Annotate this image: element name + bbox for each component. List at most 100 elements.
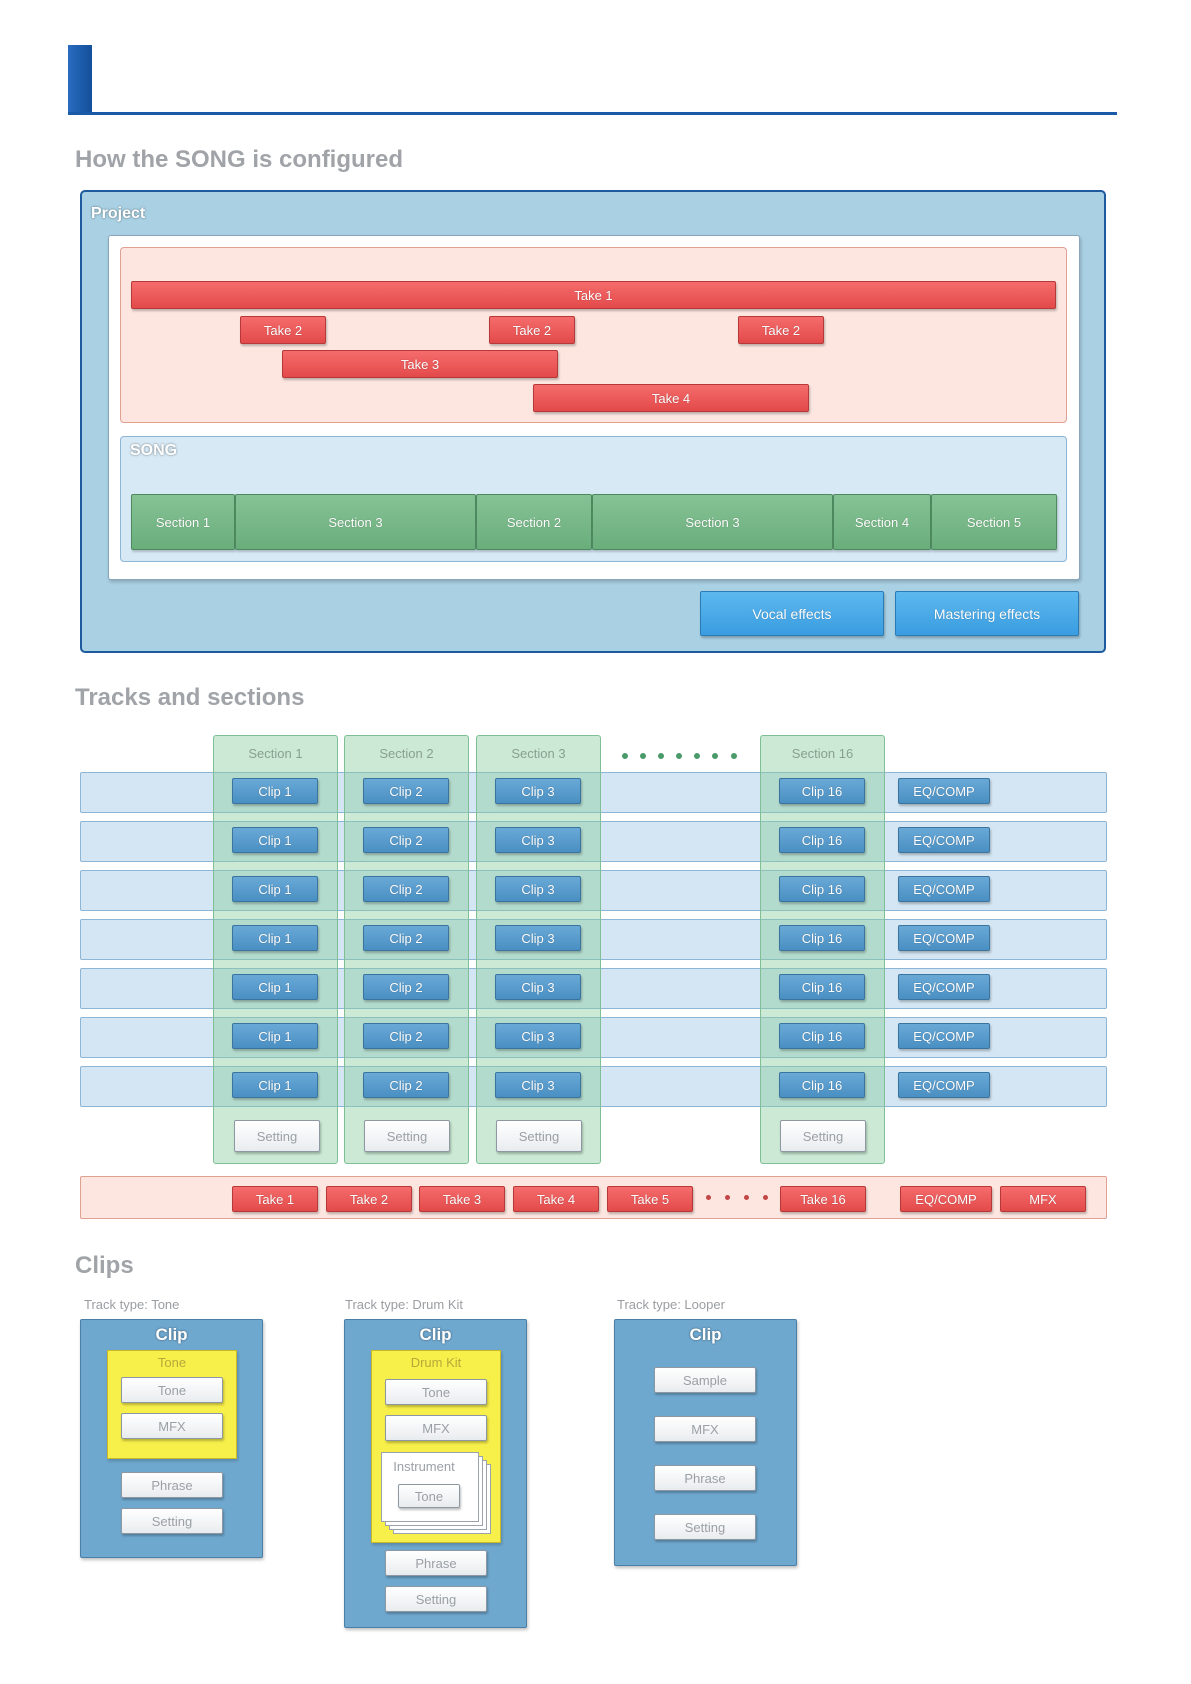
ellipsis-dot xyxy=(658,753,664,759)
clip-block: Clip 3 xyxy=(495,778,581,804)
clip-block: Clip 2 xyxy=(363,925,449,951)
vocal-effects-block: Vocal effects xyxy=(700,591,884,636)
drumkit-group-label: Drum Kit xyxy=(410,1354,462,1370)
clip-block: Clip 3 xyxy=(495,876,581,902)
instrument-card xyxy=(381,1452,479,1522)
take-chip: Take 5 xyxy=(607,1186,693,1212)
song-section: Section 4 xyxy=(833,494,931,550)
take-chip: Take 4 xyxy=(513,1186,599,1212)
song-section: Section 2 xyxy=(476,494,592,550)
setting-block: Setting xyxy=(654,1514,756,1540)
mfx-chip: MFX xyxy=(1000,1186,1086,1212)
eq-comp-block: EQ/COMP xyxy=(898,925,990,951)
take-3-bar: Take 3 xyxy=(282,350,558,378)
song-section: Section 5 xyxy=(931,494,1057,550)
instrument-label: Instrument xyxy=(393,1458,455,1474)
tone-block: Tone xyxy=(121,1377,223,1403)
eq-comp-block: EQ/COMP xyxy=(898,778,990,804)
eq-comp-block: EQ/COMP xyxy=(898,1023,990,1049)
mfx-block: MFX xyxy=(385,1415,487,1441)
clip-block: Clip 16 xyxy=(779,925,865,951)
ellipsis-dot xyxy=(712,753,718,759)
eq-comp-block: EQ/COMP xyxy=(898,1072,990,1098)
clip-block: Clip 1 xyxy=(232,778,318,804)
ellipsis-dot xyxy=(763,1195,768,1200)
clip-block: Clip 16 xyxy=(779,1072,865,1098)
clip-block: Clip 16 xyxy=(779,876,865,902)
take-4-bar: Take 4 xyxy=(533,384,809,412)
take-chip: Take 2 xyxy=(326,1186,412,1212)
setting-block: Setting xyxy=(780,1120,866,1152)
section-header: Section 3 xyxy=(511,745,566,761)
clip-block: Clip 2 xyxy=(363,1023,449,1049)
tracks-sections-heading: Tracks and sections xyxy=(75,684,305,711)
clip-block: Clip 16 xyxy=(779,974,865,1000)
clip-label: Clip xyxy=(419,1325,452,1344)
clip-block: Clip 2 xyxy=(363,778,449,804)
song-label: SONG xyxy=(130,442,178,459)
sample-block: Sample xyxy=(654,1367,756,1393)
clip-block: Clip 2 xyxy=(363,1072,449,1098)
project-label: Project xyxy=(91,205,146,222)
tone-block: Tone xyxy=(385,1379,487,1405)
eq-comp-block: EQ/COMP xyxy=(898,827,990,853)
setting-block: Setting xyxy=(385,1586,487,1612)
ellipsis-dot xyxy=(622,753,628,759)
clip-block: Clip 2 xyxy=(363,827,449,853)
clip-block: Clip 16 xyxy=(779,827,865,853)
phrase-block: Phrase xyxy=(121,1472,223,1498)
track-type-label: Track type: Drum Kit xyxy=(345,1297,463,1312)
ellipsis-dot xyxy=(676,753,682,759)
clip-block: Clip 3 xyxy=(495,827,581,853)
take-1-bar: Take 1 xyxy=(131,281,1056,309)
song-config-heading: How the SONG is configured xyxy=(75,146,404,173)
setting-block: Setting xyxy=(364,1120,450,1152)
mfx-block: MFX xyxy=(654,1416,756,1442)
mastering-effects-block: Mastering effects xyxy=(895,591,1079,636)
track-type-label: Track type: Looper xyxy=(617,1297,725,1312)
setting-block: Setting xyxy=(234,1120,320,1152)
take-chip: Take 1 xyxy=(232,1186,318,1212)
song-section: Section 1 xyxy=(131,494,235,550)
track-type-label: Track type: Tone xyxy=(84,1297,180,1312)
ellipsis-dot xyxy=(725,1195,730,1200)
clip-block: Clip 1 xyxy=(232,827,318,853)
clip-block: Clip 3 xyxy=(495,974,581,1000)
clip-block: Clip 1 xyxy=(232,1023,318,1049)
song-section: Section 3 xyxy=(235,494,476,550)
clip-block: Clip 1 xyxy=(232,876,318,902)
clip-block: Clip 2 xyxy=(363,876,449,902)
header-rule xyxy=(68,112,1117,115)
setting-block: Setting xyxy=(496,1120,582,1152)
clip-label: Clip xyxy=(155,1325,188,1344)
clip-block: Clip 3 xyxy=(495,1072,581,1098)
ellipsis-dot xyxy=(744,1195,749,1200)
setting-block: Setting xyxy=(121,1508,223,1534)
eq-comp-block: EQ/COMP xyxy=(898,876,990,902)
header-accent-bar xyxy=(68,45,92,115)
song-section: Section 3 xyxy=(592,494,833,550)
tone-group-label: Tone xyxy=(157,1354,187,1370)
ellipsis-dot xyxy=(706,1195,711,1200)
clip-block: Clip 1 xyxy=(232,974,318,1000)
section-header: Section 2 xyxy=(379,745,434,761)
eq-comp-block: EQ/COMP xyxy=(898,974,990,1000)
take-chip: Take 3 xyxy=(419,1186,505,1212)
clip-label: Clip xyxy=(689,1325,722,1344)
take-2-bar: Take 2 xyxy=(489,316,575,344)
phrase-block: Phrase xyxy=(385,1550,487,1576)
take-eq-comp-chip: EQ/COMP xyxy=(900,1186,992,1212)
clip-block: Clip 16 xyxy=(779,778,865,804)
clip-block: Clip 1 xyxy=(232,925,318,951)
tone-group xyxy=(107,1350,237,1459)
clip-block: Clip 2 xyxy=(363,974,449,1000)
section-header: Section 16 xyxy=(791,745,854,761)
instrument-tone-block: Tone xyxy=(398,1484,460,1508)
take-2-bar: Take 2 xyxy=(240,316,326,344)
ellipsis-dot xyxy=(731,753,737,759)
mfx-block: MFX xyxy=(121,1413,223,1439)
clip-block: Clip 16 xyxy=(779,1023,865,1049)
phrase-block: Phrase xyxy=(654,1465,756,1491)
clip-block: Clip 1 xyxy=(232,1072,318,1098)
section-header: Section 1 xyxy=(248,745,303,761)
